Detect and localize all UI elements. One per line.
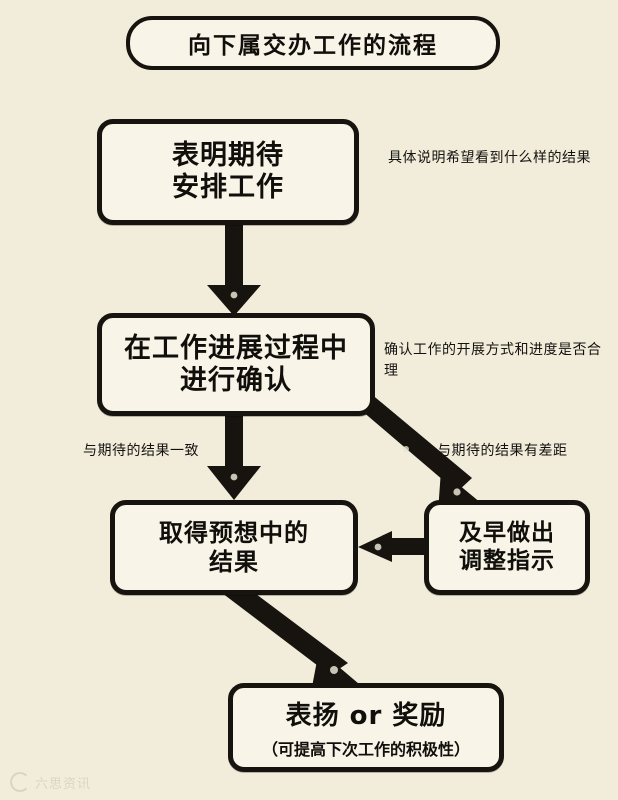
arrow-confirm-to-expected: [207, 416, 261, 500]
node-adjust-line-1: 及早做出: [459, 520, 555, 547]
node-declare-line-2: 安排工作: [172, 172, 284, 203]
flowchart-title: 向下属交办工作的流程: [126, 16, 500, 70]
note-confirm: 确认工作的开展方式和进度是否合理: [384, 342, 602, 379]
arrow-expected-to-praise: [222, 582, 359, 687]
node-expected: 取得预想中的 结果: [110, 500, 358, 595]
arrow-declare-to-confirm: [207, 225, 261, 316]
node-praise-main: 表扬 or 奖励: [285, 701, 447, 731]
watermark-logo-icon: [10, 772, 30, 792]
watermark-text: 六思资讯: [35, 776, 92, 792]
flowchart-title-text: 向下属交办工作的流程: [188, 33, 438, 59]
node-adjust: 及早做出 调整指示: [424, 500, 590, 595]
node-declare: 表明期待 安排工作: [97, 119, 359, 225]
node-confirm-line-1: 在工作进展过程中: [124, 332, 348, 364]
node-adjust-line-2: 调整指示: [459, 547, 555, 574]
branch-label-match: 与期待的结果一致: [83, 443, 199, 459]
node-confirm-line-2: 进行确认: [180, 364, 292, 396]
node-confirm: 在工作进展过程中 进行确认: [97, 313, 375, 416]
node-praise-sub: （可提高下次工作的积极性）: [261, 740, 470, 759]
watermark: 六思资讯: [10, 772, 91, 792]
node-expected-line-2: 结果: [209, 547, 259, 576]
branch-label-gap: 与期待的结果有差距: [437, 443, 568, 459]
node-expected-line-1: 取得预想中的: [159, 519, 309, 548]
node-praise: 表扬 or 奖励 （可提高下次工作的积极性）: [228, 683, 504, 772]
arrow-adjust-to-expected: [358, 531, 427, 562]
node-declare-line-1: 表明期待: [172, 140, 284, 172]
note-declare: 具体说明希望看到什么样的结果: [388, 150, 591, 166]
